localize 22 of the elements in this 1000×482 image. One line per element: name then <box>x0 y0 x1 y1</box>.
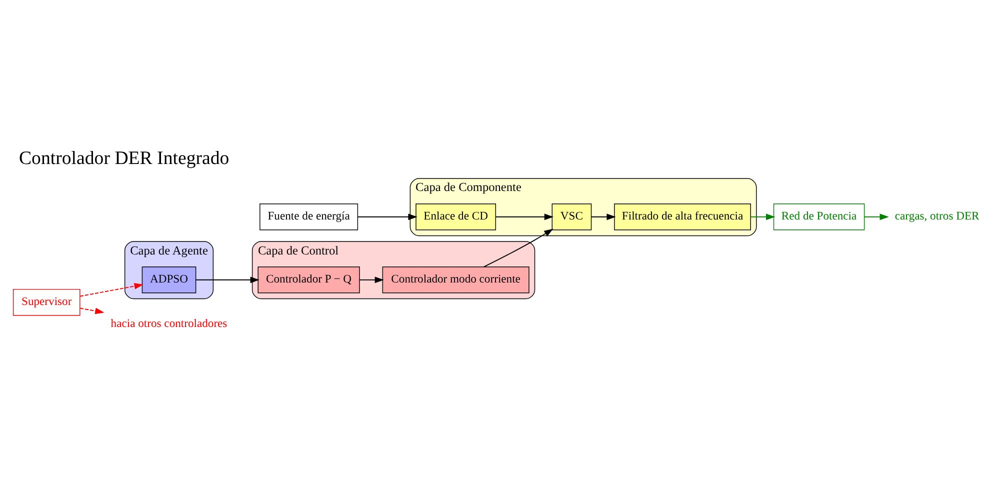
arrow <box>483 228 554 267</box>
arrow <box>80 307 104 314</box>
arrow <box>359 276 384 283</box>
node-box: Controlador P − Q <box>258 266 360 293</box>
node-box: Red de Potencia <box>773 202 865 230</box>
node-box: Filtrado de alta frecuencia <box>614 202 751 230</box>
arrow <box>357 213 418 220</box>
node-text: hacia otros controladores <box>110 316 228 330</box>
arrow <box>495 213 554 220</box>
node-box: VSC <box>552 202 592 230</box>
arrow <box>196 276 260 283</box>
arrow <box>80 282 144 296</box>
arrow <box>864 213 889 220</box>
node-text: cargas, otros DER <box>894 209 980 222</box>
arrow <box>591 213 616 220</box>
node-box: Fuente de energía <box>260 202 358 230</box>
node-box: ADPSO <box>142 266 196 293</box>
diagram-title: Controlador DER Integrado <box>19 147 230 168</box>
node-box: Controlador modo corriente <box>382 266 530 293</box>
node-box: Enlace de CD <box>416 202 496 230</box>
arrow <box>750 213 776 220</box>
node-box: Supervisor <box>12 288 80 316</box>
